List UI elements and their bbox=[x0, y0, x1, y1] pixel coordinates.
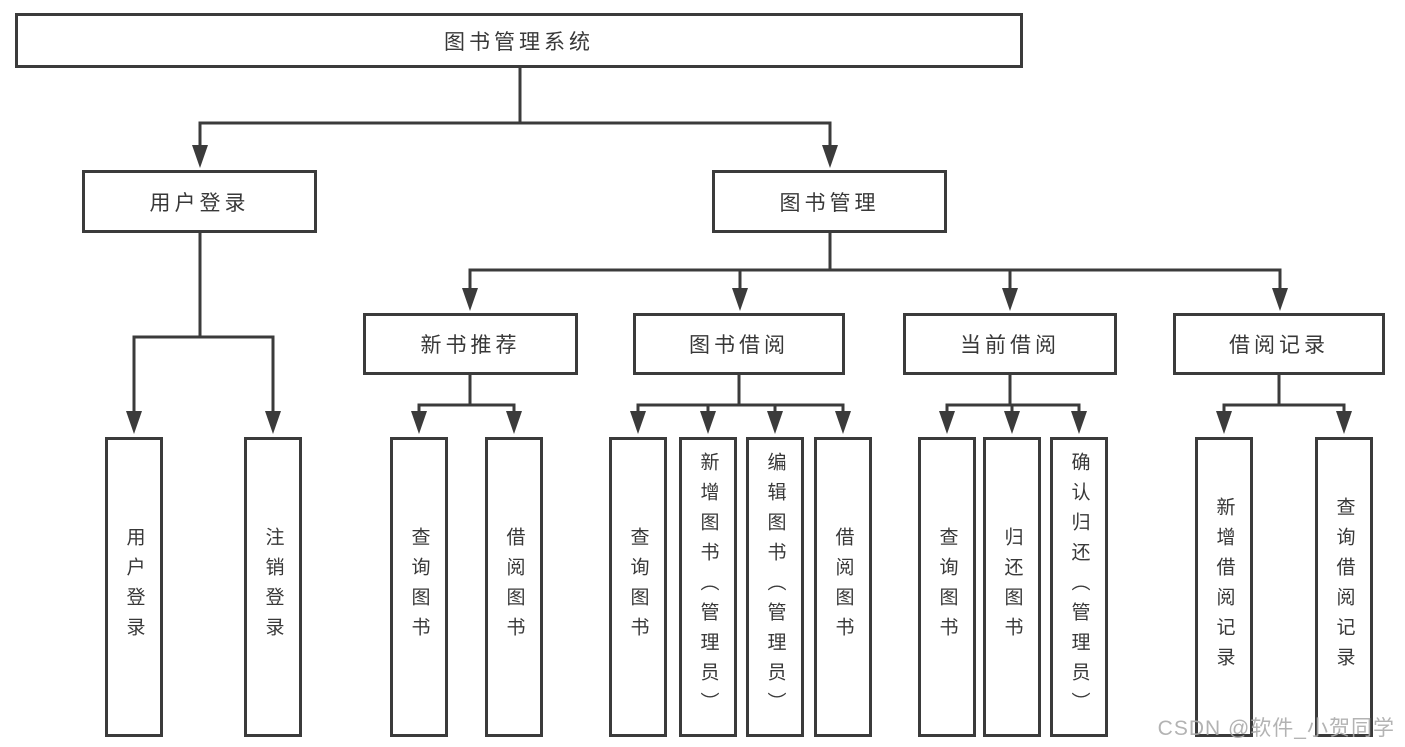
leaf-logout: 注销登录 bbox=[244, 437, 302, 737]
leaf-return-books: 归还图书 bbox=[983, 437, 1041, 737]
leaf-user-login-label: 用户登录 bbox=[123, 527, 145, 647]
arrowhead-icon bbox=[630, 411, 646, 434]
leaf-add-books-admin: 新增图书（管理员） bbox=[679, 437, 737, 737]
arrowhead-icon bbox=[411, 411, 427, 434]
node-current-borrowing-label: 当前借阅 bbox=[960, 334, 1060, 357]
arrowhead-icon bbox=[939, 411, 955, 434]
leaf-query-books-borrowing-label: 查询图书 bbox=[627, 527, 649, 647]
leaf-query-books-current-label: 查询图书 bbox=[936, 527, 958, 647]
node-new-book-recommend: 新书推荐 bbox=[363, 313, 578, 375]
arrowhead-icon bbox=[1004, 411, 1020, 434]
arrowhead-icon bbox=[265, 411, 281, 434]
node-book-management-label: 图书管理 bbox=[779, 191, 880, 215]
arrowhead-icon bbox=[462, 288, 478, 311]
node-current-borrowing: 当前借阅 bbox=[903, 313, 1117, 375]
node-book-borrowing-label: 图书借阅 bbox=[689, 334, 789, 357]
node-new-book-recommend-label: 新书推荐 bbox=[420, 334, 521, 357]
node-borrowing-records-label: 借阅记录 bbox=[1229, 334, 1329, 357]
leaf-borrow-books-newbook-label: 借阅图书 bbox=[503, 527, 525, 647]
node-book-borrowing: 图书借阅 bbox=[633, 313, 845, 375]
leaf-add-books-admin-label: 新增图书（管理员） bbox=[697, 452, 719, 722]
node-borrowing-records: 借阅记录 bbox=[1173, 313, 1385, 375]
arrowhead-icon bbox=[1002, 288, 1018, 311]
leaf-user-login: 用户登录 bbox=[105, 437, 163, 737]
leaf-add-borrow-record: 新增借阅记录 bbox=[1195, 437, 1253, 737]
leaf-query-books-current: 查询图书 bbox=[918, 437, 976, 737]
leaf-edit-books-admin-label: 编辑图书（管理员） bbox=[764, 452, 786, 722]
arrowhead-icon bbox=[767, 411, 783, 434]
arrowhead-icon bbox=[732, 288, 748, 311]
arrowhead-icon bbox=[1272, 288, 1288, 311]
node-user-login: 用户登录 bbox=[82, 170, 317, 233]
leaf-return-books-label: 归还图书 bbox=[1001, 527, 1023, 647]
arrowhead-icon bbox=[1216, 411, 1232, 434]
leaf-borrow-books-newbook: 借阅图书 bbox=[485, 437, 543, 737]
node-root-label: 图书管理系统 bbox=[444, 30, 594, 54]
arrowhead-icon bbox=[700, 411, 716, 434]
arrowhead-icon bbox=[835, 411, 851, 434]
leaf-borrow-books-borrowing-label: 借阅图书 bbox=[832, 527, 854, 647]
arrowhead-icon bbox=[192, 145, 208, 168]
leaf-query-books-newbook-label: 查询图书 bbox=[408, 527, 430, 647]
leaf-add-borrow-record-label: 新增借阅记录 bbox=[1213, 497, 1235, 677]
node-book-management: 图书管理 bbox=[712, 170, 947, 233]
leaf-query-books-newbook: 查询图书 bbox=[390, 437, 448, 737]
arrowhead-icon bbox=[506, 411, 522, 434]
leaf-logout-label: 注销登录 bbox=[262, 527, 284, 647]
leaf-query-borrow-record: 查询借阅记录 bbox=[1315, 437, 1373, 737]
node-user-login-label: 用户登录 bbox=[149, 191, 250, 215]
leaf-edit-books-admin: 编辑图书（管理员） bbox=[746, 437, 804, 737]
node-root: 图书管理系统 bbox=[15, 13, 1023, 68]
csdn-watermark: CSDN @软件_小贺同学 bbox=[1157, 717, 1395, 740]
leaf-confirm-return-admin: 确认归还（管理员） bbox=[1050, 437, 1108, 737]
arrowhead-icon bbox=[822, 145, 838, 168]
arrowhead-icon bbox=[126, 411, 142, 434]
arrowhead-icon bbox=[1336, 411, 1352, 434]
leaf-borrow-books-borrowing: 借阅图书 bbox=[814, 437, 872, 737]
leaf-query-books-borrowing: 查询图书 bbox=[609, 437, 667, 737]
arrowhead-icon bbox=[1071, 411, 1087, 434]
leaf-query-borrow-record-label: 查询借阅记录 bbox=[1333, 497, 1355, 677]
leaf-confirm-return-admin-label: 确认归还（管理员） bbox=[1068, 452, 1090, 722]
